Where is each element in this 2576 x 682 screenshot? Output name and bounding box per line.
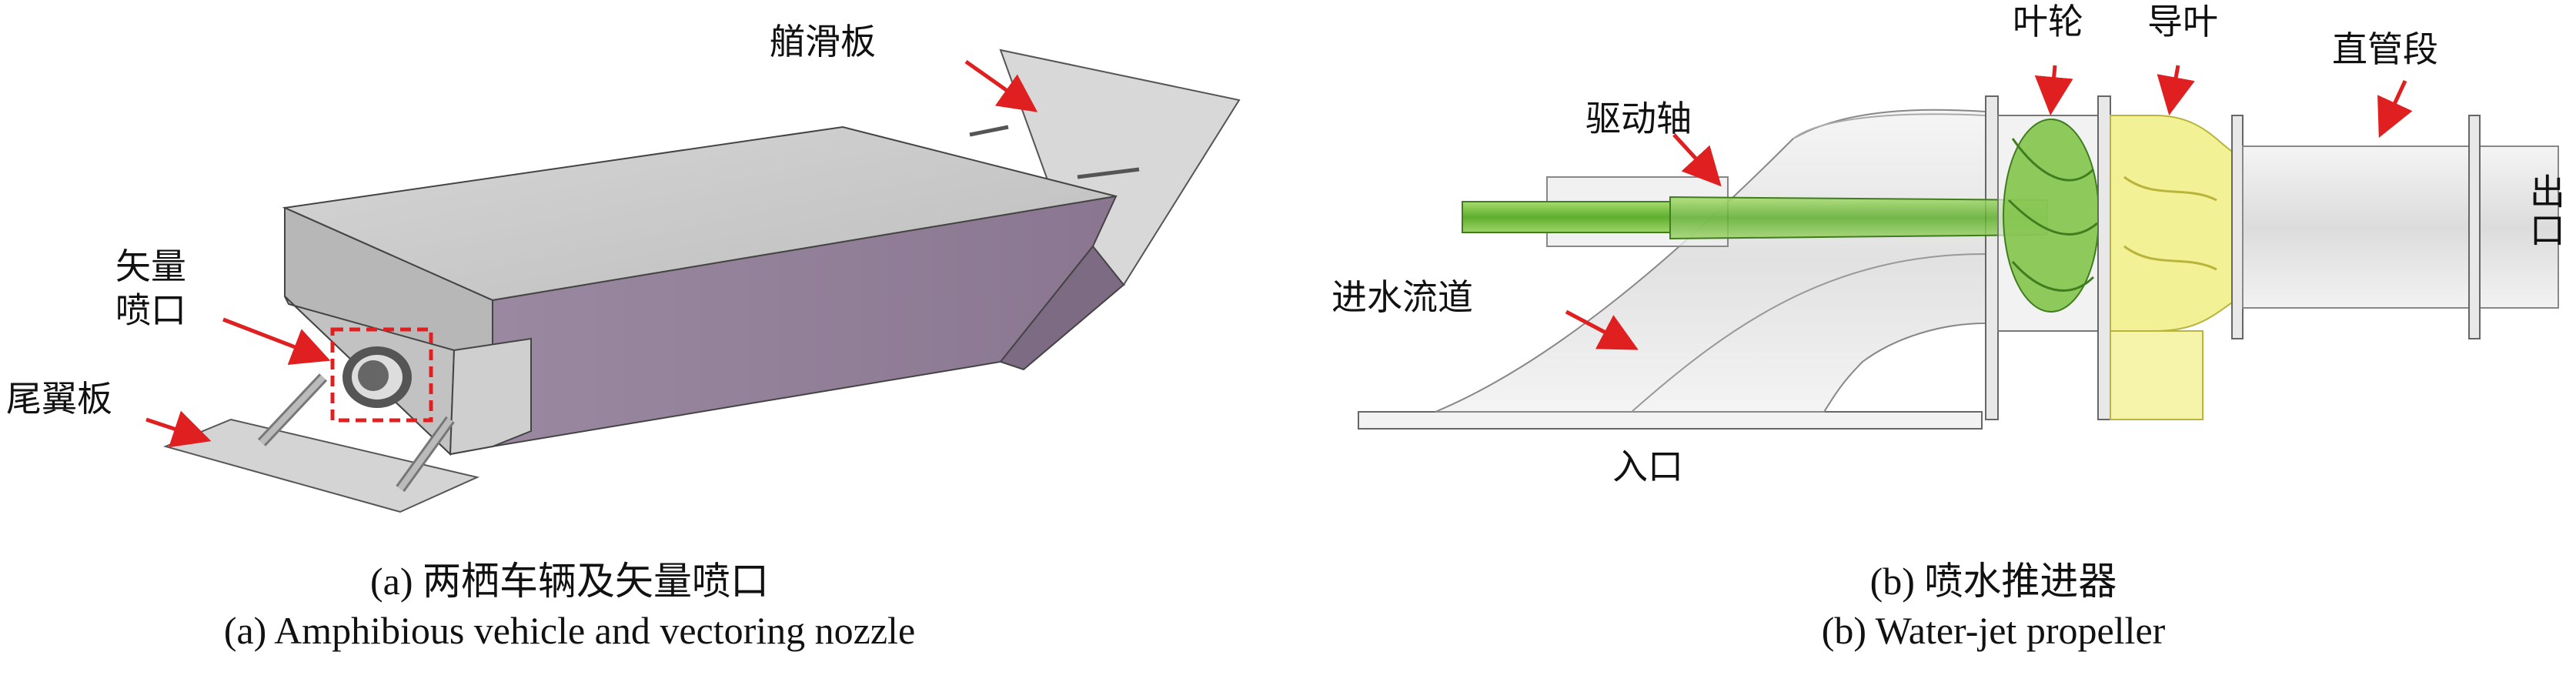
label-drive-shaft: 驱动轴 [1585,98,1692,139]
arrow-inlet-duct [1565,309,1639,350]
caption-b-en: (b) Water-jet propeller [1821,609,2166,652]
arrow-planing-board [964,59,1038,112]
inlet-base-flange [1358,411,1983,430]
inlet-duct-shape [1435,109,1986,413]
tail-board-shape [162,373,480,513]
label-inlet: 入口 [1612,446,1683,487]
impeller-shape [2003,119,2100,313]
arrow-impeller [2034,65,2073,115]
outlet-flange [2468,115,2481,339]
arrow-guide-vane [2157,65,2195,115]
label-outlet: 出口 [2524,173,2566,250]
label-planing-board: 艏滑板 [770,21,876,62]
straight-pipe-shape [2242,145,2559,309]
label-guide-vane: 导叶 [2147,1,2218,42]
label-nozzle-line2: 喷口 [115,289,186,331]
caption-a-cn: (a) 两栖车辆及矢量喷口 [370,560,769,603]
arrow-drive-shaft [1672,133,1722,187]
caption-a-en: (a) Amphibious vehicle and vectoring noz… [223,609,916,652]
label-nozzle-line1: 矢量 [115,246,186,287]
drive-shaft-shape [1462,201,1671,233]
arrow-tail-board [145,410,212,448]
arrow-nozzle [222,317,331,365]
label-impeller: 叶轮 [2013,1,2083,42]
guide-vane-shape [2110,115,2237,420]
label-straight-pipe: 直管段 [2332,28,2438,70]
vectoring-nozzle-shape [330,327,433,423]
label-tail-board: 尾翼板 [6,378,112,420]
arrow-straight-pipe [2377,79,2413,139]
label-inlet-duct: 进水流道 [1331,276,1473,318]
caption-b-cn: (b) 喷水推进器 [1869,560,2117,603]
